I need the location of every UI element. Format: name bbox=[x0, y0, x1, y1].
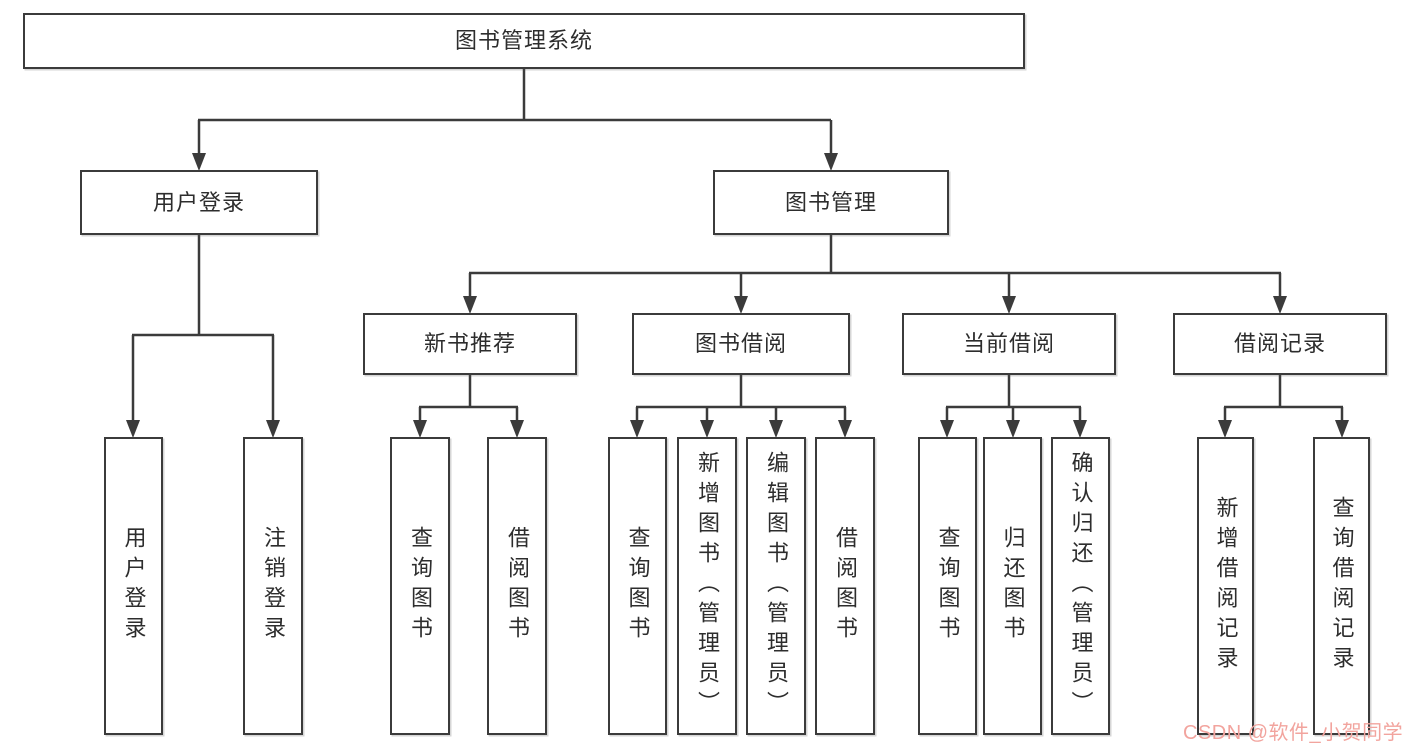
leaf-borrow-books: 借阅图书 bbox=[815, 437, 875, 735]
node-label: 用户登录 bbox=[121, 526, 147, 646]
leaf-borrow-books-recommend: 借阅图书 bbox=[487, 437, 547, 735]
node-label: 借阅图书 bbox=[505, 526, 530, 646]
node-label: 当前借阅 bbox=[962, 331, 1055, 356]
leaf-logout: 注销登录 bbox=[243, 437, 303, 735]
leaf-query-borrow-record: 查询借阅记录 bbox=[1313, 437, 1370, 735]
leaf-confirm-return-admin: 确认归还（管理员） bbox=[1051, 437, 1110, 735]
node-label: 图书借阅 bbox=[694, 331, 787, 356]
leaf-query-books-current: 查询图书 bbox=[918, 437, 977, 735]
node-label: 用户登录 bbox=[152, 189, 245, 215]
csdn-watermark: CSDN @软件_小贺同学 bbox=[1183, 722, 1404, 744]
node-label: 查询图书 bbox=[408, 526, 433, 646]
node-label: 确认归还（管理员） bbox=[1068, 451, 1094, 721]
node-label: 查询图书 bbox=[625, 526, 651, 646]
node-label: 借阅记录 bbox=[1233, 331, 1326, 356]
leaf-add-borrow-record: 新增借阅记录 bbox=[1197, 437, 1254, 735]
node-current-borrowing: 当前借阅 bbox=[902, 313, 1116, 375]
leaf-user-login: 用户登录 bbox=[104, 437, 163, 735]
node-label: 查询借阅记录 bbox=[1329, 496, 1355, 676]
node-label: 新增借阅记录 bbox=[1213, 496, 1239, 676]
node-borrow-records: 借阅记录 bbox=[1173, 313, 1387, 375]
node-user-login: 用户登录 bbox=[80, 170, 318, 235]
node-library-system: 图书管理系统 bbox=[23, 13, 1025, 69]
node-new-book-recommend: 新书推荐 bbox=[363, 313, 577, 375]
node-label: 图书管理 bbox=[784, 189, 877, 215]
node-book-management: 图书管理 bbox=[713, 170, 949, 235]
node-label: 新书推荐 bbox=[423, 331, 516, 356]
leaf-return-books: 归还图书 bbox=[983, 437, 1042, 735]
node-label: 新增图书（管理员） bbox=[695, 451, 720, 721]
node-label: 借阅图书 bbox=[833, 526, 858, 646]
node-label: 查询图书 bbox=[935, 526, 961, 646]
node-label: 编辑图书（管理员） bbox=[764, 451, 789, 721]
node-book-borrowing: 图书借阅 bbox=[632, 313, 850, 375]
leaf-query-books-borrowing: 查询图书 bbox=[608, 437, 667, 735]
leaf-query-books-recommend: 查询图书 bbox=[390, 437, 450, 735]
node-label: 注销登录 bbox=[261, 526, 286, 646]
leaf-edit-books-admin: 编辑图书（管理员） bbox=[746, 437, 806, 735]
leaf-add-books-admin: 新增图书（管理员） bbox=[677, 437, 737, 735]
node-label: 归还图书 bbox=[1000, 526, 1026, 646]
node-label: 图书管理系统 bbox=[454, 28, 593, 53]
